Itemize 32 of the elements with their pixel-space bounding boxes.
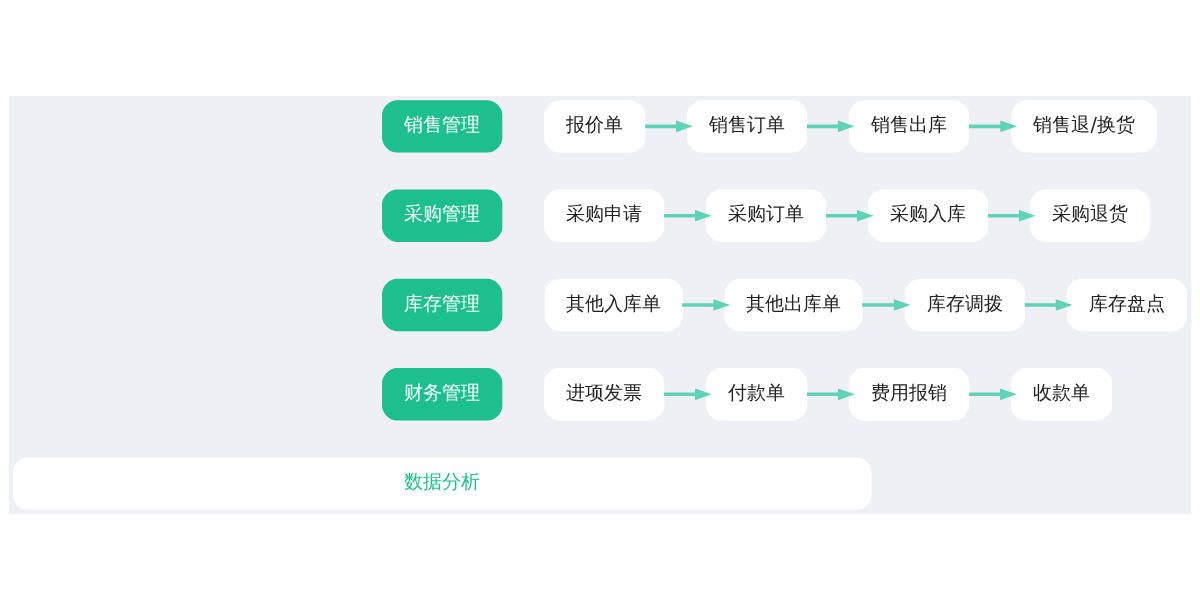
node-box: 费用报销 bbox=[848, 367, 970, 420]
node-box: 销售订单 bbox=[686, 99, 808, 153]
node-box: 库存管理 bbox=[382, 278, 503, 331]
arrow bbox=[987, 209, 1036, 222]
arrow bbox=[664, 387, 712, 400]
arrow bbox=[825, 209, 874, 222]
arrow bbox=[663, 209, 712, 222]
node-box: 采购退货 bbox=[1029, 189, 1151, 242]
node-box: 采购管理 bbox=[382, 189, 503, 242]
node-box: 销售出库 bbox=[848, 99, 970, 153]
node-box: 库存调拨 bbox=[904, 278, 1026, 331]
arrow bbox=[645, 120, 693, 132]
node-box: 库存盘点 bbox=[1066, 278, 1188, 331]
arrow bbox=[806, 120, 855, 132]
arrow bbox=[806, 387, 855, 400]
arrow bbox=[968, 120, 1018, 132]
arrow bbox=[1024, 298, 1073, 311]
arrow bbox=[862, 298, 911, 311]
node-box: 其他入库单 bbox=[544, 278, 683, 331]
arrow bbox=[969, 387, 1017, 400]
node-box: 付款单 bbox=[706, 367, 808, 420]
node-box: 财务管理 bbox=[382, 367, 503, 420]
node-box: 销售管理 bbox=[382, 99, 503, 153]
node-box: 采购订单 bbox=[706, 189, 827, 242]
node-box: 收款单 bbox=[1010, 367, 1113, 420]
node-box: 销售退/换货 bbox=[1011, 99, 1157, 153]
node-box: 采购申请 bbox=[544, 189, 665, 242]
node-box: 采购入库 bbox=[867, 189, 989, 242]
node-box: 其他出库单 bbox=[724, 278, 863, 331]
node-box: 报价单 bbox=[544, 99, 646, 153]
node-box: 进项发票 bbox=[544, 367, 665, 420]
arrow bbox=[682, 298, 731, 311]
